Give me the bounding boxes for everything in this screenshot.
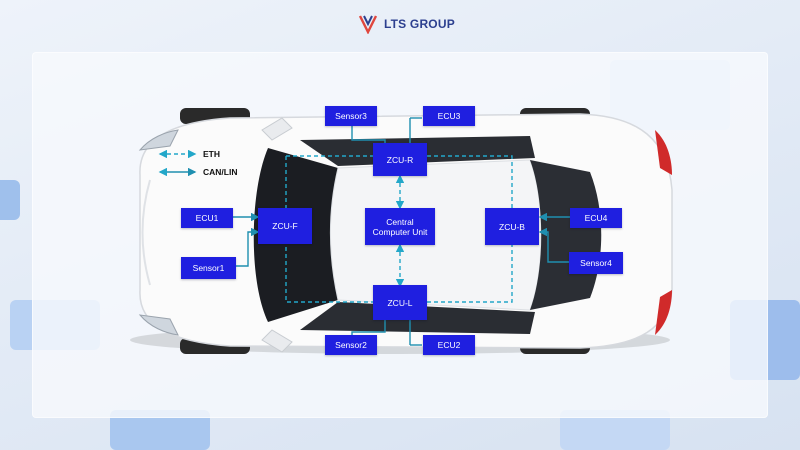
node-sensor2: Sensor2 <box>325 335 377 355</box>
central-line-2: Computer Unit <box>372 226 428 237</box>
node-ecu4: ECU4 <box>570 208 622 228</box>
node-ecu2: ECU2 <box>423 335 475 355</box>
central-line-1: Central <box>386 216 414 227</box>
node-ecu3: ECU3 <box>423 106 475 126</box>
legend-eth-label: ETH <box>203 149 220 159</box>
bg-block <box>0 180 20 220</box>
node-sensor3: Sensor3 <box>325 106 377 126</box>
node-zcu-r: ZCU-R <box>373 143 427 176</box>
node-zcu-b: ZCU-B <box>485 208 539 245</box>
node-zcu-l: ZCU-L <box>373 285 427 320</box>
lts-logo-icon <box>358 15 378 34</box>
legend-can-lin-label: CAN/LIN <box>203 167 238 177</box>
node-ecu1: ECU1 <box>181 208 233 228</box>
node-central-computer-unit: Central Computer Unit <box>365 208 435 245</box>
brand-name: LTS GROUP <box>384 17 455 31</box>
node-zcu-f: ZCU-F <box>258 208 312 244</box>
brand-logo: LTS GROUP <box>358 13 455 35</box>
node-sensor4: Sensor4 <box>569 252 623 274</box>
node-sensor1: Sensor1 <box>181 257 236 279</box>
